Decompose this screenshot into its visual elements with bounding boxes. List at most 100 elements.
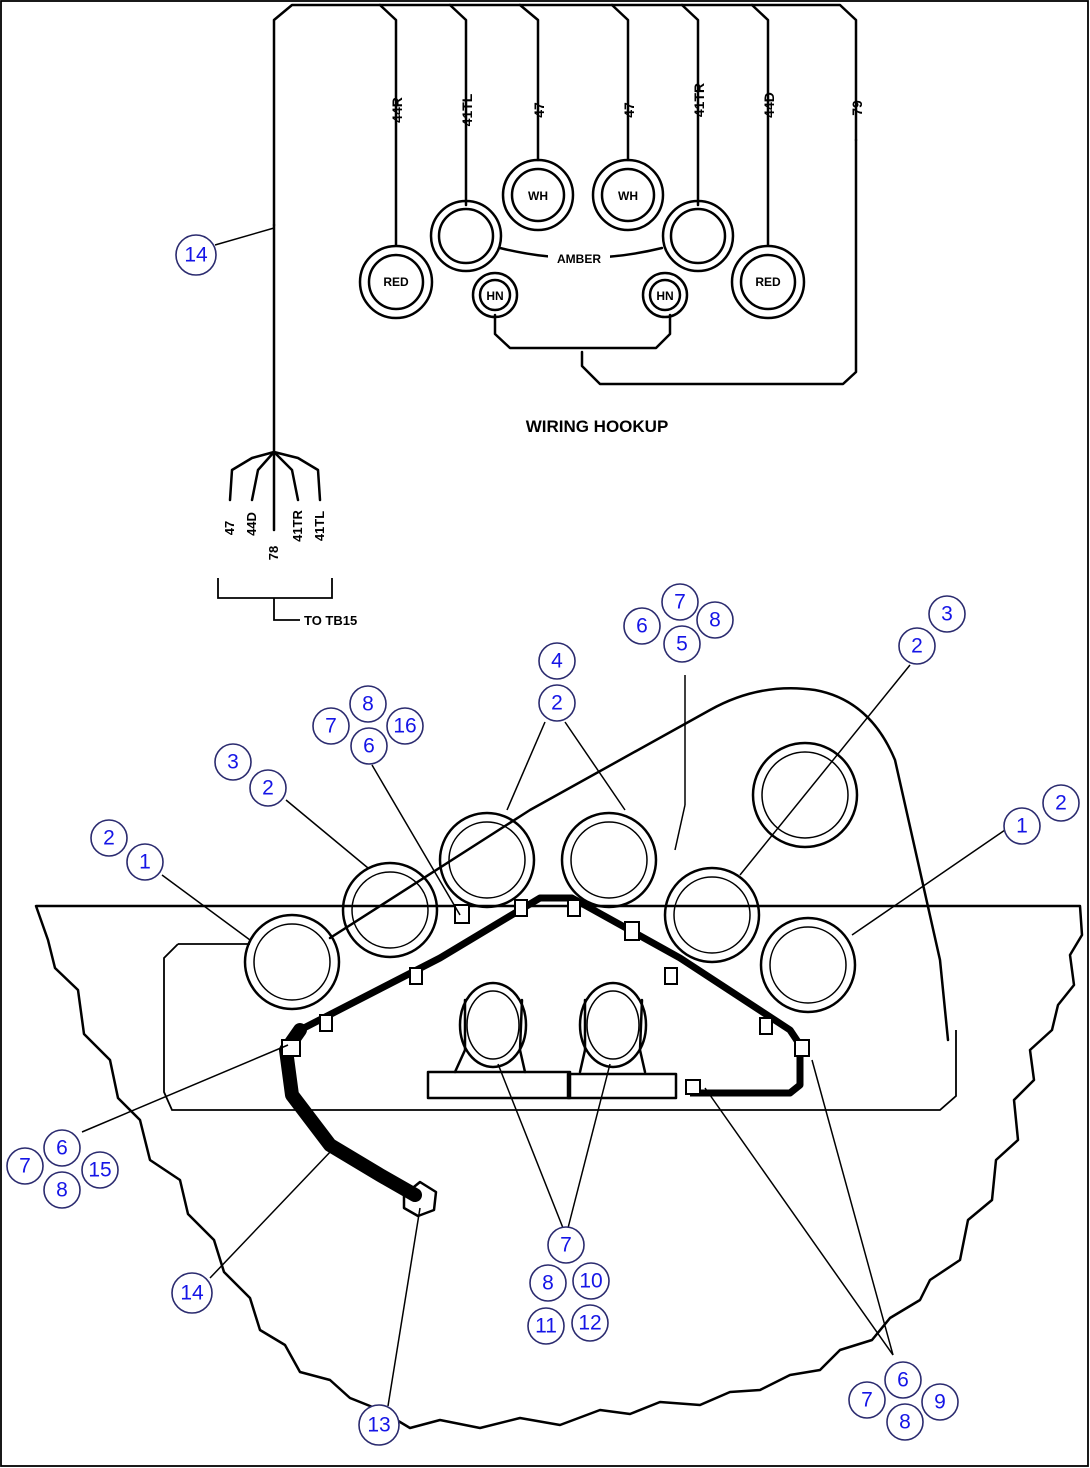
top-wire-labels: 44R 41TL 47 47 41TR 44D 79 [389,83,865,126]
svg-text:14: 14 [184,244,208,267]
svg-text:1: 1 [139,851,151,874]
wire-label-47-right: 47 [621,102,637,118]
svg-text:3: 3 [227,751,239,774]
svg-text:1: 1 [1016,815,1028,838]
wire-drop-47-left [518,3,540,162]
wire-79-return [580,138,858,386]
panel-assembly: 14 7 6 8 5 3 2 4 2 8 7 16 6 3 2 2 1 [6,227,1084,1446]
callout-group-3-2-left: 3 2 [214,743,287,807]
svg-text:10: 10 [579,1270,602,1293]
wire-label-44R: 44R [389,97,405,123]
harness-clips [281,899,810,1095]
svg-text:14: 14 [180,1282,204,1305]
center-small-lamps [426,981,678,1100]
tb15-leader [273,598,300,621]
callout-13: 13 [358,1404,400,1446]
lamp-wh-right: WH [591,158,665,232]
callout-8: 8 [696,601,734,639]
svg-text:6: 6 [636,615,648,638]
wire-drop-47-right [610,3,630,162]
callout-6: 6 [884,1361,922,1399]
panel-harness [298,894,804,1097]
lamp-amber-right [661,199,735,273]
svg-text:4: 4 [551,650,563,673]
svg-text:HN: HN [486,289,503,303]
cutaway-outline [34,904,1084,1430]
wire-label-47-left: 47 [531,102,547,118]
callout-3: 3 [214,743,252,781]
callout-3: 3 [928,595,966,633]
hn-junction-wire [493,313,672,350]
callout-7: 7 [312,707,350,745]
lamp-red-right: RED [730,244,806,320]
callout-11: 11 [527,1307,565,1345]
callout-group-14-bottom: 14 [171,1272,213,1314]
wire-label-44D: 44D [761,92,777,118]
callout-7: 7 [547,1226,585,1264]
callout-6: 6 [350,727,388,765]
svg-text:8: 8 [709,609,721,632]
callout-4: 4 [538,642,576,680]
svg-text:15: 15 [88,1159,111,1182]
svg-text:41TR: 41TR [290,509,305,541]
svg-text:7: 7 [674,591,686,614]
wire-drop-41TR [680,3,700,207]
lamp-red-left: RED [358,244,434,320]
callout-2: 2 [898,627,936,665]
callout-8: 8 [43,1171,81,1209]
callout-8: 8 [886,1403,924,1441]
callout-14: 14 [175,234,217,276]
callout-5: 5 [663,625,701,663]
svg-text:47: 47 [222,521,237,535]
callout-15: 15 [81,1151,119,1189]
svg-text:HN: HN [656,289,673,303]
callout-group-3-2-right: 3 2 [898,595,966,665]
wiring-hookup-section: 44R 41TL 47 47 41TR 44D 79 RED WH WH [217,3,865,628]
svg-text:2: 2 [262,777,274,800]
callout-group-2-1-left: 2 1 [90,819,164,881]
inner-panel [163,943,957,1111]
svg-text:3: 3 [941,603,953,626]
svg-text:12: 12 [578,1312,601,1335]
svg-text:7: 7 [325,715,337,738]
wire-label-79: 79 [849,100,865,116]
callout-group-7-8-10-11-12: 7 8 10 11 12 [527,1226,610,1345]
callout-group-1-2-right: 2 1 [1003,784,1080,845]
callout-12: 12 [571,1304,609,1342]
panel-lamp-6-right [759,916,857,1014]
callout-2: 2 [1042,784,1080,822]
panel-lamp-3 [438,811,536,909]
callout-2: 2 [249,769,287,807]
svg-text:2: 2 [1055,792,1067,815]
wire-drop-44R [378,3,398,247]
callout-6: 6 [623,607,661,645]
svg-text:8: 8 [542,1272,554,1295]
svg-text:9: 9 [934,1391,946,1414]
callout-8: 8 [529,1264,567,1302]
svg-text:6: 6 [363,735,375,758]
wire-label-41TR: 41TR [691,83,707,117]
panel-lamp-1-left [243,913,341,1011]
svg-text:RED: RED [383,275,409,289]
callout-group-678-15: 6 7 15 8 [6,1129,119,1209]
wire-label-41TL: 41TL [459,93,475,126]
to-tb15-label: TO TB15 [304,613,357,628]
callout-2: 2 [538,684,576,722]
callout-8: 8 [349,685,387,723]
callout-group-14-top: 14 [175,234,217,276]
svg-text:5: 5 [676,633,688,656]
callout-10: 10 [572,1262,610,1300]
leader-lines [81,227,1006,1407]
callout-group-13: 13 [358,1404,400,1446]
callout-group-678-16: 8 7 16 6 [312,685,424,765]
panel-lamp-2-left [341,861,439,959]
svg-text:RED: RED [755,275,781,289]
top-bus-wire [272,3,858,227]
harness-cable-out [279,1023,422,1202]
panel-lamp-4 [560,811,658,909]
callout-group-4-2: 4 2 [538,642,576,722]
wire-drop-41TL [448,3,468,207]
